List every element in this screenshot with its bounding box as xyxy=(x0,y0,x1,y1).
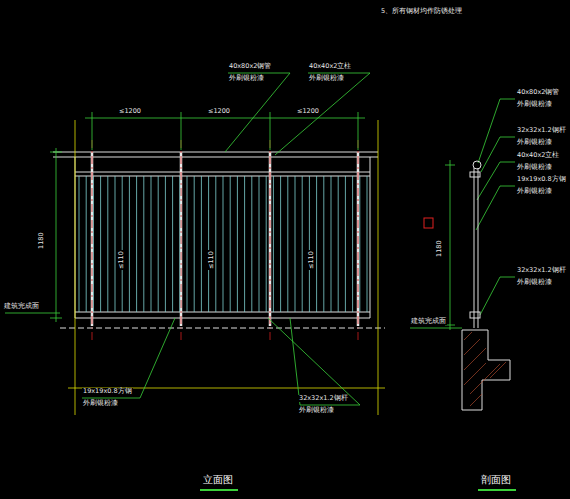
drawing-label: ≤1200 xyxy=(296,108,320,115)
drawing-label: ≤110 xyxy=(208,250,215,270)
baluster xyxy=(100,176,101,312)
drawing-label: 1180 xyxy=(38,231,45,250)
baluster xyxy=(93,176,94,312)
drawing-label: 40x40x2立柱 xyxy=(308,63,352,70)
baluster xyxy=(316,176,317,312)
baluster xyxy=(208,176,209,312)
baluster xyxy=(158,176,159,312)
drawing-label: 外刷银粉漆 xyxy=(516,164,553,171)
baluster xyxy=(151,176,152,312)
drawing-label: 19x19x0.8方钢 xyxy=(82,388,133,395)
baluster xyxy=(237,176,238,312)
baluster xyxy=(143,176,144,312)
drawing-label: 外刷银粉漆 xyxy=(298,407,335,414)
baluster xyxy=(331,176,332,312)
drawing-label: 外刷银粉漆 xyxy=(516,101,553,108)
drawing-label: 外刷银粉漆 xyxy=(308,75,345,82)
baluster xyxy=(244,176,245,312)
drawing-label: 32x32x1.2钢杆 xyxy=(516,267,567,274)
baluster xyxy=(259,176,260,312)
baluster xyxy=(136,176,137,312)
baluster xyxy=(129,176,130,312)
baluster xyxy=(345,176,346,312)
baluster xyxy=(115,176,116,312)
baluster xyxy=(367,176,368,312)
drawing-label: 外刷银粉漆 xyxy=(228,75,265,82)
baluster xyxy=(179,176,180,312)
drawing-label: ≤1200 xyxy=(207,108,231,115)
drawing-label: 40x80x2钢管 xyxy=(228,63,272,70)
baluster xyxy=(273,176,274,312)
baluster xyxy=(79,176,80,312)
baluster xyxy=(309,176,310,312)
drawing-label: ≤110 xyxy=(118,250,125,270)
drawing-label: ≤1200 xyxy=(118,108,142,115)
drawing-label: 外刷银粉漆 xyxy=(516,188,553,195)
baluster xyxy=(302,176,303,312)
drawing-label: 40x80x2钢管 xyxy=(516,89,560,96)
drawing-label: 5、所有钢材均作防锈处理 xyxy=(380,8,463,15)
view-title: 立面图 xyxy=(202,474,234,485)
baluster xyxy=(338,176,339,312)
drawing-label: ≤110 xyxy=(308,250,315,270)
drawing-label: 建筑完成面 xyxy=(410,318,447,325)
baluster xyxy=(172,176,173,312)
baluster xyxy=(223,176,224,312)
drawing-label: 外刷银粉漆 xyxy=(516,279,553,286)
baluster xyxy=(122,176,123,312)
baluster xyxy=(352,176,353,312)
baluster xyxy=(187,176,188,312)
baluster xyxy=(215,176,216,312)
baluster xyxy=(107,176,108,312)
drawing-label: 外刷银粉漆 xyxy=(516,139,553,146)
drawing-label: 建筑完成面 xyxy=(3,303,40,310)
drawing-label: 1180 xyxy=(436,239,443,258)
baluster xyxy=(251,176,252,312)
baluster xyxy=(86,176,87,312)
baluster xyxy=(280,176,281,312)
baluster xyxy=(201,176,202,312)
drawing-label: 外刷银粉漆 xyxy=(82,400,119,407)
baluster xyxy=(295,176,296,312)
drawing-label: 19x19x0.8方钢 xyxy=(516,176,567,183)
baluster xyxy=(287,176,288,312)
baluster xyxy=(323,176,324,312)
baluster xyxy=(266,176,267,312)
drawing-label: 40x40x2立柱 xyxy=(516,152,560,159)
baluster xyxy=(359,176,360,312)
view-title: 剖面图 xyxy=(480,474,512,485)
drawing-label: 32x32x1.2钢杆 xyxy=(516,127,567,134)
baluster xyxy=(230,176,231,312)
baluster xyxy=(194,176,195,312)
baluster xyxy=(165,176,166,312)
drawing-label: 32x32x1.2钢杆 xyxy=(298,395,349,402)
